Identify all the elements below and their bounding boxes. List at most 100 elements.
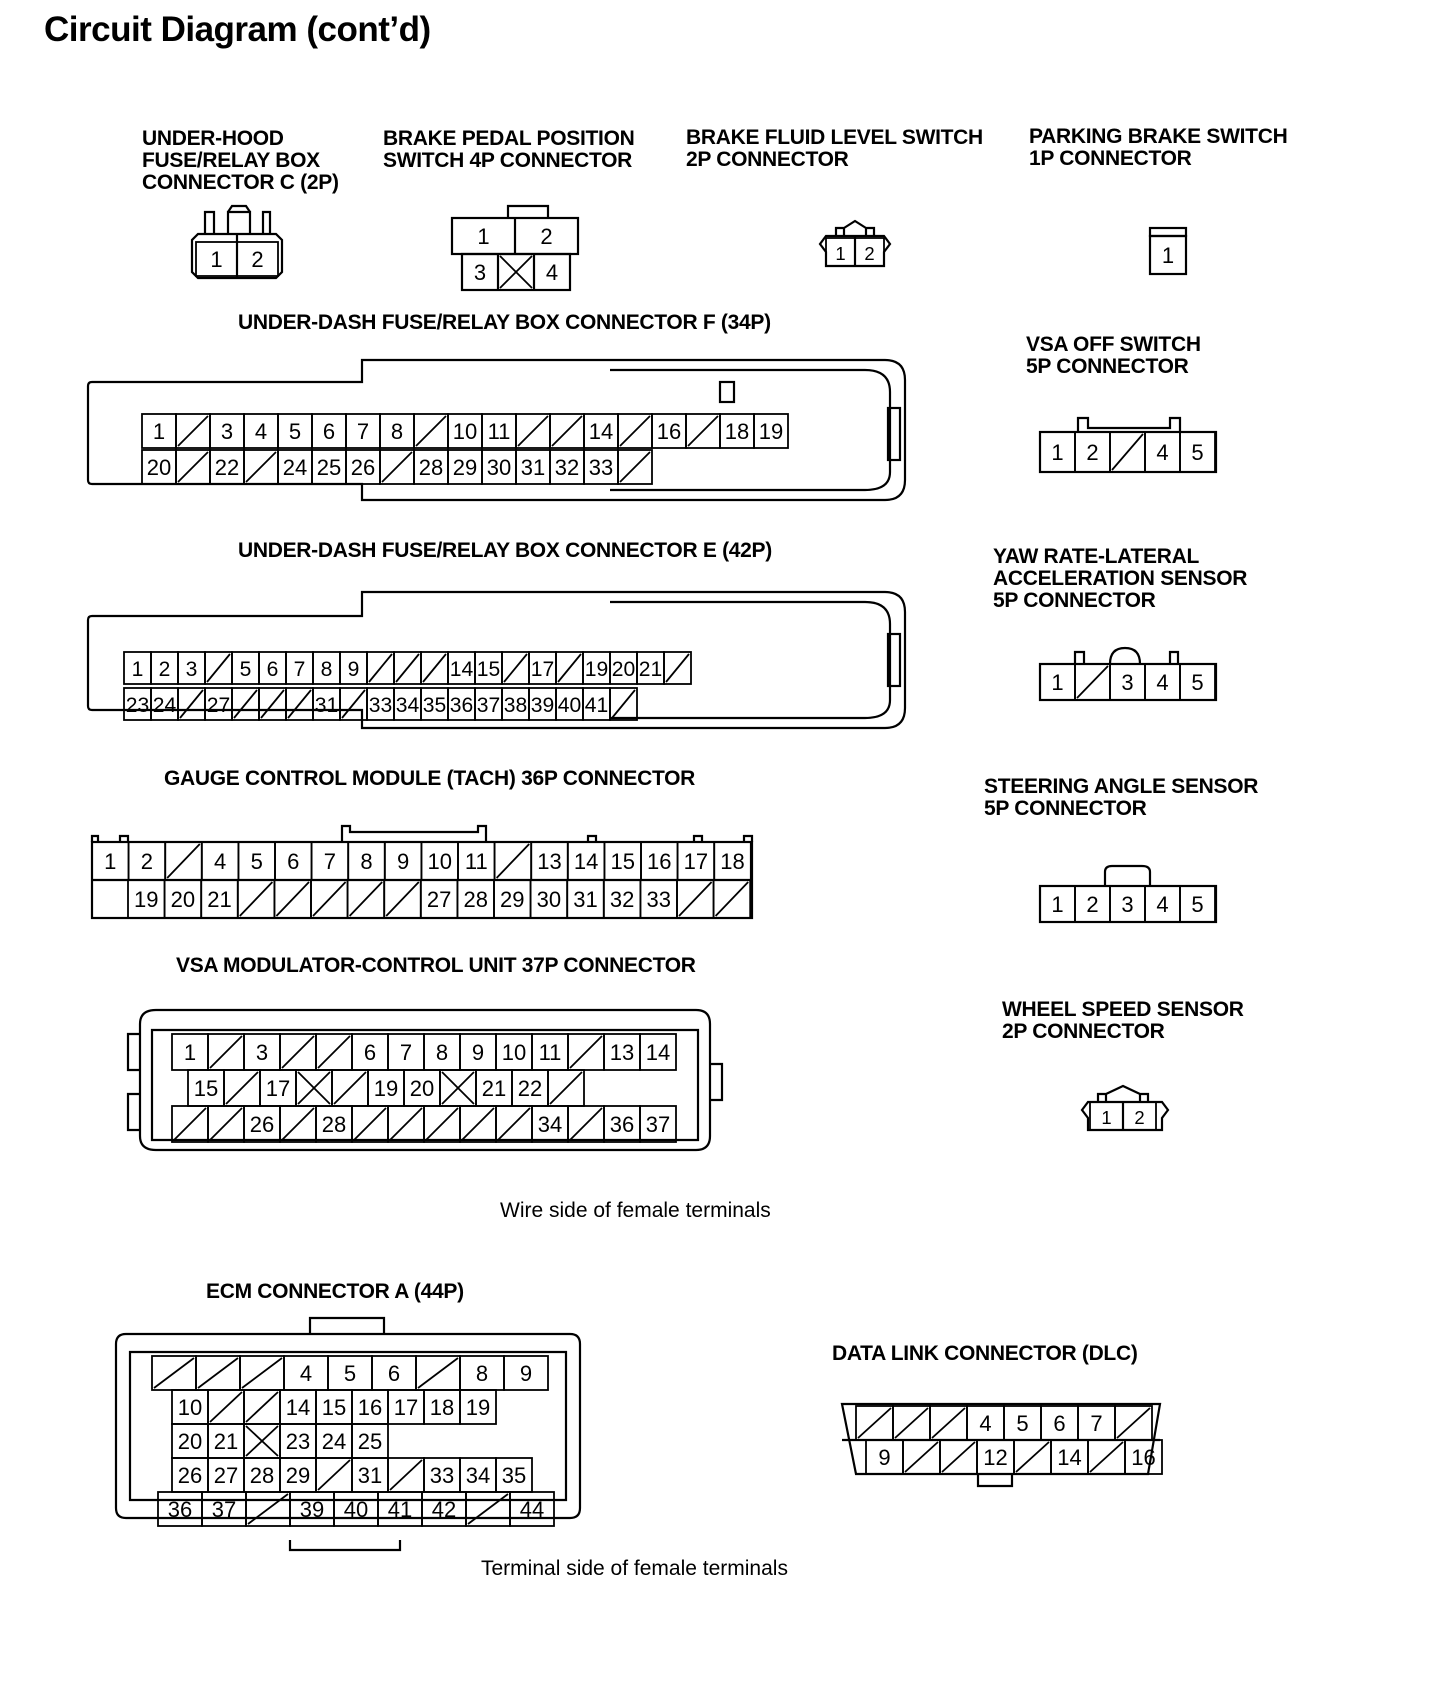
terminal-number: 15 (194, 1076, 218, 1101)
terminal-number: 15 (322, 1395, 346, 1420)
terminal-number: 4 (1156, 892, 1168, 917)
terminal-number: 17 (531, 658, 554, 681)
terminal-number: 3 (256, 1040, 268, 1065)
unused-terminal-mark (415, 415, 447, 447)
terminal-number: 39 (300, 1497, 324, 1522)
terminal-number: 15 (610, 849, 634, 874)
terminal-number: 2 (864, 243, 874, 264)
terminal-number: 37 (212, 1497, 236, 1522)
terminal-number: 5 (251, 849, 263, 874)
terminal-number: 27 (427, 887, 451, 912)
terminal-number: 23 (286, 1429, 310, 1454)
terminal-number: 24 (153, 694, 177, 717)
unused-terminal-mark (687, 415, 719, 447)
terminal-number: 42 (432, 1497, 456, 1522)
terminal-number: 4 (214, 849, 226, 874)
unused-terminal-mark (422, 653, 447, 683)
terminal-number: 5 (240, 658, 252, 681)
unused-terminal-mark (281, 1035, 315, 1069)
terminal-number: 13 (610, 1040, 634, 1065)
terminal-cell (1179, 663, 1216, 701)
unused-terminal-mark (287, 689, 312, 719)
unused-terminal-mark (317, 1035, 351, 1069)
terminal-number: 10 (178, 1395, 202, 1420)
terminal-cell (1179, 431, 1216, 473)
unused-terminal-mark (503, 653, 528, 683)
terminal-cell (1179, 885, 1216, 923)
terminal-number: 2 (540, 224, 552, 249)
gauge-label: GAUGE CONTROL MODULE (TACH) 36P CONNECTO… (164, 767, 696, 790)
ecm-a-label: ECM CONNECTOR A (44P) (206, 1280, 464, 1303)
terminal-number: 14 (286, 1395, 310, 1420)
terminal-number: 40 (558, 694, 581, 717)
terminal-cell (639, 1105, 677, 1143)
unused-terminal-mark (260, 689, 285, 719)
terminal-number: 37 (477, 694, 500, 717)
terminal-cell (663, 651, 692, 685)
unused-terminal-mark (317, 1459, 351, 1491)
terminal-number: 1 (1051, 892, 1063, 917)
terminal-number: 28 (463, 887, 487, 912)
unused-terminal-mark (1076, 665, 1109, 699)
wheel-speed-label: WHEEL SPEED SENSOR 2P CONNECTOR (1002, 998, 1244, 1043)
terminal-number: 17 (394, 1395, 418, 1420)
terminal-number: 29 (500, 887, 524, 912)
terminal-number: 29 (453, 455, 477, 480)
terminal-number: 20 (410, 1076, 434, 1101)
terminal-cell (509, 1491, 555, 1527)
terminal-number: 3 (1121, 892, 1133, 917)
terminal-number: 1 (153, 419, 165, 444)
unused-terminal-mark (619, 451, 651, 483)
terminal-number: 9 (520, 1361, 532, 1386)
terminal-number: 7 (357, 419, 369, 444)
unused-terminal-mark (245, 451, 277, 483)
unused-terminal-mark (517, 415, 549, 447)
brake-pedal-label: BRAKE PEDAL POSITION SWITCH 4P CONNECTOR (383, 127, 635, 172)
terminal-number: 9 (348, 658, 360, 681)
terminal-number: 35 (423, 694, 446, 717)
unused-terminal-mark (275, 881, 310, 917)
unused-terminal-mark (368, 653, 393, 683)
terminal-number: 26 (250, 1112, 274, 1137)
terminal-number: 19 (759, 419, 783, 444)
unused-terminal-mark (177, 451, 209, 483)
terminal-number: 36 (168, 1497, 192, 1522)
terminal-number: 23 (126, 694, 149, 717)
unused-terminal-mark (467, 1493, 509, 1525)
terminal-number: 24 (283, 455, 307, 480)
terminal-number: 18 (430, 1395, 454, 1420)
terminal-number: 6 (267, 658, 279, 681)
terminal-number: 3 (474, 260, 486, 285)
unused-terminal-mark (385, 881, 420, 917)
steering-label: STEERING ANGLE SENSOR 5P CONNECTOR (984, 775, 1259, 820)
terminal-number: 4 (1156, 670, 1168, 695)
terminal-number: 5 (1191, 670, 1203, 695)
unused-terminal-mark (209, 1035, 243, 1069)
unused-terminal-mark (341, 689, 366, 719)
unused-terminal-mark (941, 1441, 976, 1473)
unused-terminal-mark (551, 415, 583, 447)
unused-terminal-mark (247, 1493, 289, 1525)
terminal-number: 5 (1191, 892, 1203, 917)
terminal-number: 36 (450, 694, 473, 717)
unused-terminal-mark (569, 1107, 603, 1141)
terminal-number: 18 (720, 849, 744, 874)
terminal-number: 2 (251, 247, 263, 272)
terminal-number: 20 (612, 658, 635, 681)
terminal-number: 10 (453, 419, 477, 444)
unused-terminal-mark (177, 415, 209, 447)
unused-terminal-mark (206, 653, 231, 683)
unused-terminal-mark (245, 1391, 279, 1423)
terminal-number: 17 (684, 849, 708, 874)
underdash-e-label: UNDER-DASH FUSE/RELAY BOX CONNECTOR E (4… (238, 539, 772, 562)
unused-terminal-mark (209, 1391, 243, 1423)
terminal-number: 14 (1057, 1445, 1081, 1470)
terminal-cell (236, 241, 279, 277)
terminal-number: 1 (210, 247, 222, 272)
terminal-number: 11 (488, 419, 511, 444)
terminal-number: 38 (504, 694, 527, 717)
unused-terminal-mark (333, 1071, 367, 1105)
terminal-number: 8 (321, 658, 333, 681)
terminal-number: 14 (450, 658, 474, 681)
unused-terminal-mark (389, 1459, 423, 1491)
